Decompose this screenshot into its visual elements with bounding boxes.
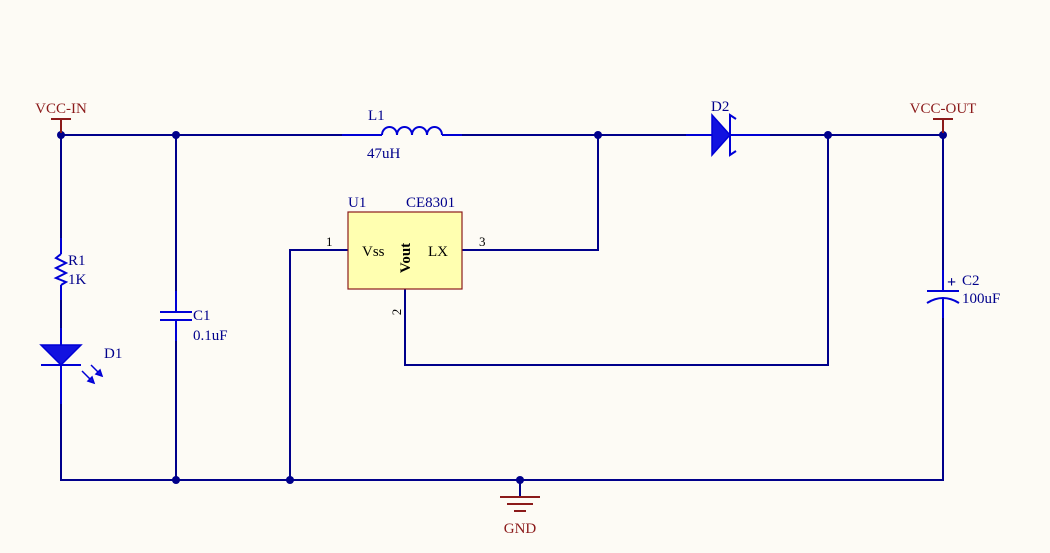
led-d1: D1: [39, 328, 122, 404]
net-label-vcc-in: VCC-IN: [35, 101, 87, 117]
resistor-r1: R1 1K: [53, 238, 87, 300]
d2-designator: D2: [711, 99, 729, 115]
u1-pin3-number: 3: [479, 234, 486, 249]
r1-value: 1K: [68, 272, 87, 288]
u1-part-number: CE8301: [406, 195, 455, 211]
junction-dot: [172, 476, 180, 484]
junction-dot: [939, 131, 947, 139]
net-label-gnd: GND: [504, 521, 537, 537]
c2-polarity-mark: +: [947, 274, 956, 291]
inductor-l1: L1 47uH: [342, 108, 462, 162]
junction-dot: [172, 131, 180, 139]
c2-value: 100uF: [962, 291, 1000, 307]
c1-value: 0.1uF: [193, 328, 228, 344]
u1-pin2-name: Vout: [398, 243, 414, 273]
junction-dot: [516, 476, 524, 484]
capacitor-c2: + C2 100uF: [926, 270, 1000, 318]
u1-pin1-number: 1: [326, 234, 333, 249]
u1-body: [347, 211, 463, 290]
u1-pin3-name: LX: [428, 244, 448, 260]
net-label-vcc-out: VCC-OUT: [910, 101, 977, 117]
ground-symbol: GND: [500, 496, 540, 537]
capacitor-c1: C1 0.1uF: [160, 291, 228, 344]
power-port-vcc-out: VCC-OUT: [910, 101, 977, 133]
l1-value: 47uH: [367, 146, 401, 162]
diode-d2: D2: [686, 99, 770, 157]
junction-dot: [594, 131, 602, 139]
junctions: [57, 131, 947, 484]
d1-designator: D1: [104, 346, 122, 362]
u1-designator: U1: [348, 195, 366, 211]
c2-designator: C2: [962, 273, 980, 289]
u1-pin1-name: Vss: [362, 244, 385, 260]
r1-designator: R1: [68, 253, 86, 269]
junction-dot: [824, 131, 832, 139]
junction-dot: [57, 131, 65, 139]
ic-u1: U1 CE8301 1 3 2 Vss LX Vout: [300, 195, 520, 335]
l1-designator: L1: [368, 108, 385, 124]
light-emission-icon: [81, 364, 104, 385]
power-port-vcc-in: VCC-IN: [35, 101, 87, 133]
junction-dot: [286, 476, 294, 484]
wires: [60, 134, 944, 498]
c1-designator: C1: [193, 308, 211, 324]
u1-pin2-number: 2: [389, 309, 404, 316]
